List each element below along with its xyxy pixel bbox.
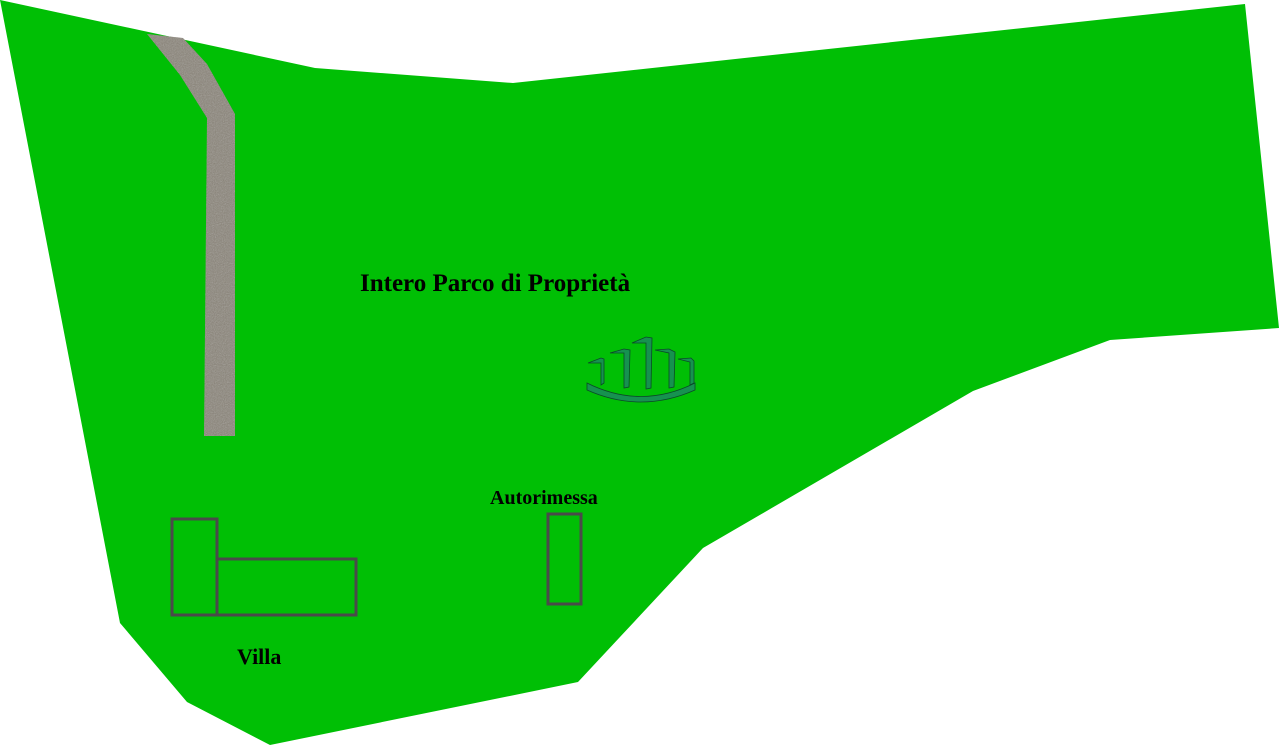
map-title: Intero Parco di Proprietà [360,270,631,297]
garage-label: Autorimessa [490,487,598,509]
villa-building [170,517,358,617]
garage-building [546,512,583,606]
fountain-icon [586,336,696,403]
villa-label: Villa [237,644,282,669]
gravel-path [147,34,235,436]
